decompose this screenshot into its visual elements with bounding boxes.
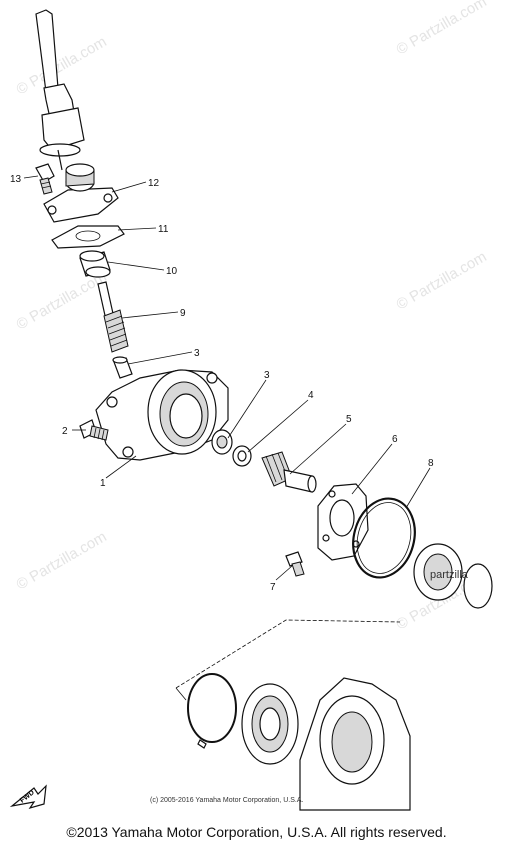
callout-13: 13: [10, 174, 22, 185]
wheel-hub-assembly: [175, 619, 411, 811]
callout-numbers: 13 12 11 10 9 3 3 4 5 6 8 2 1 7: [10, 174, 434, 593]
callout-4: 4: [308, 390, 314, 401]
cover-plate-6: [317, 483, 369, 561]
callout-7: 7: [270, 582, 276, 593]
driven-gear-5: [261, 451, 317, 493]
watermark-text: © Partzilla.com: [14, 268, 110, 333]
callout-1: 1: [100, 478, 106, 489]
watermark-text: © Partzilla.com: [14, 528, 110, 593]
gasket-11: [51, 225, 125, 249]
speedometer-cable: [35, 9, 85, 171]
callout-2: 2: [62, 426, 68, 437]
screw-7: [285, 551, 305, 577]
o-ring-8: [352, 497, 416, 579]
bearing-3: [211, 429, 233, 455]
bushing-3-upper: [112, 356, 133, 379]
callout-9: 9: [180, 308, 186, 319]
gear-housing-1: [95, 369, 229, 461]
washer-4: [232, 445, 252, 467]
leader-lines: [23, 175, 431, 581]
callout-10: 10: [166, 266, 178, 277]
collar-10: [79, 250, 111, 278]
bushing-flange-12: [43, 163, 119, 223]
callout-3-upper: 3: [194, 348, 200, 359]
watermark-text: © Partzilla.com: [394, 0, 490, 58]
footer-copyright: ©2013 Yamaha Motor Corporation, U.S.A. A…: [66, 824, 447, 840]
callout-12: 12: [148, 178, 160, 189]
watermark-inline: partzilla: [430, 569, 469, 581]
inner-copyright: (c) 2005-2016 Yamaha Motor Corporation, …: [150, 797, 304, 804]
drive-gear-9: [97, 281, 129, 353]
watermark-layer: © Partzilla.com © Partzilla.com © Partzi…: [14, 0, 490, 633]
mating-gear: [413, 543, 493, 609]
forward-arrow-icon: FWD: [9, 784, 47, 810]
callout-6: 6: [392, 434, 398, 445]
callout-11: 11: [158, 224, 169, 235]
bolt-13: [35, 163, 55, 195]
callout-5: 5: [346, 414, 352, 425]
bolt-2: [79, 419, 109, 441]
watermark-text: © Partzilla.com: [394, 248, 490, 313]
callout-3-bearing: 3: [264, 370, 270, 381]
callout-8: 8: [428, 458, 434, 469]
